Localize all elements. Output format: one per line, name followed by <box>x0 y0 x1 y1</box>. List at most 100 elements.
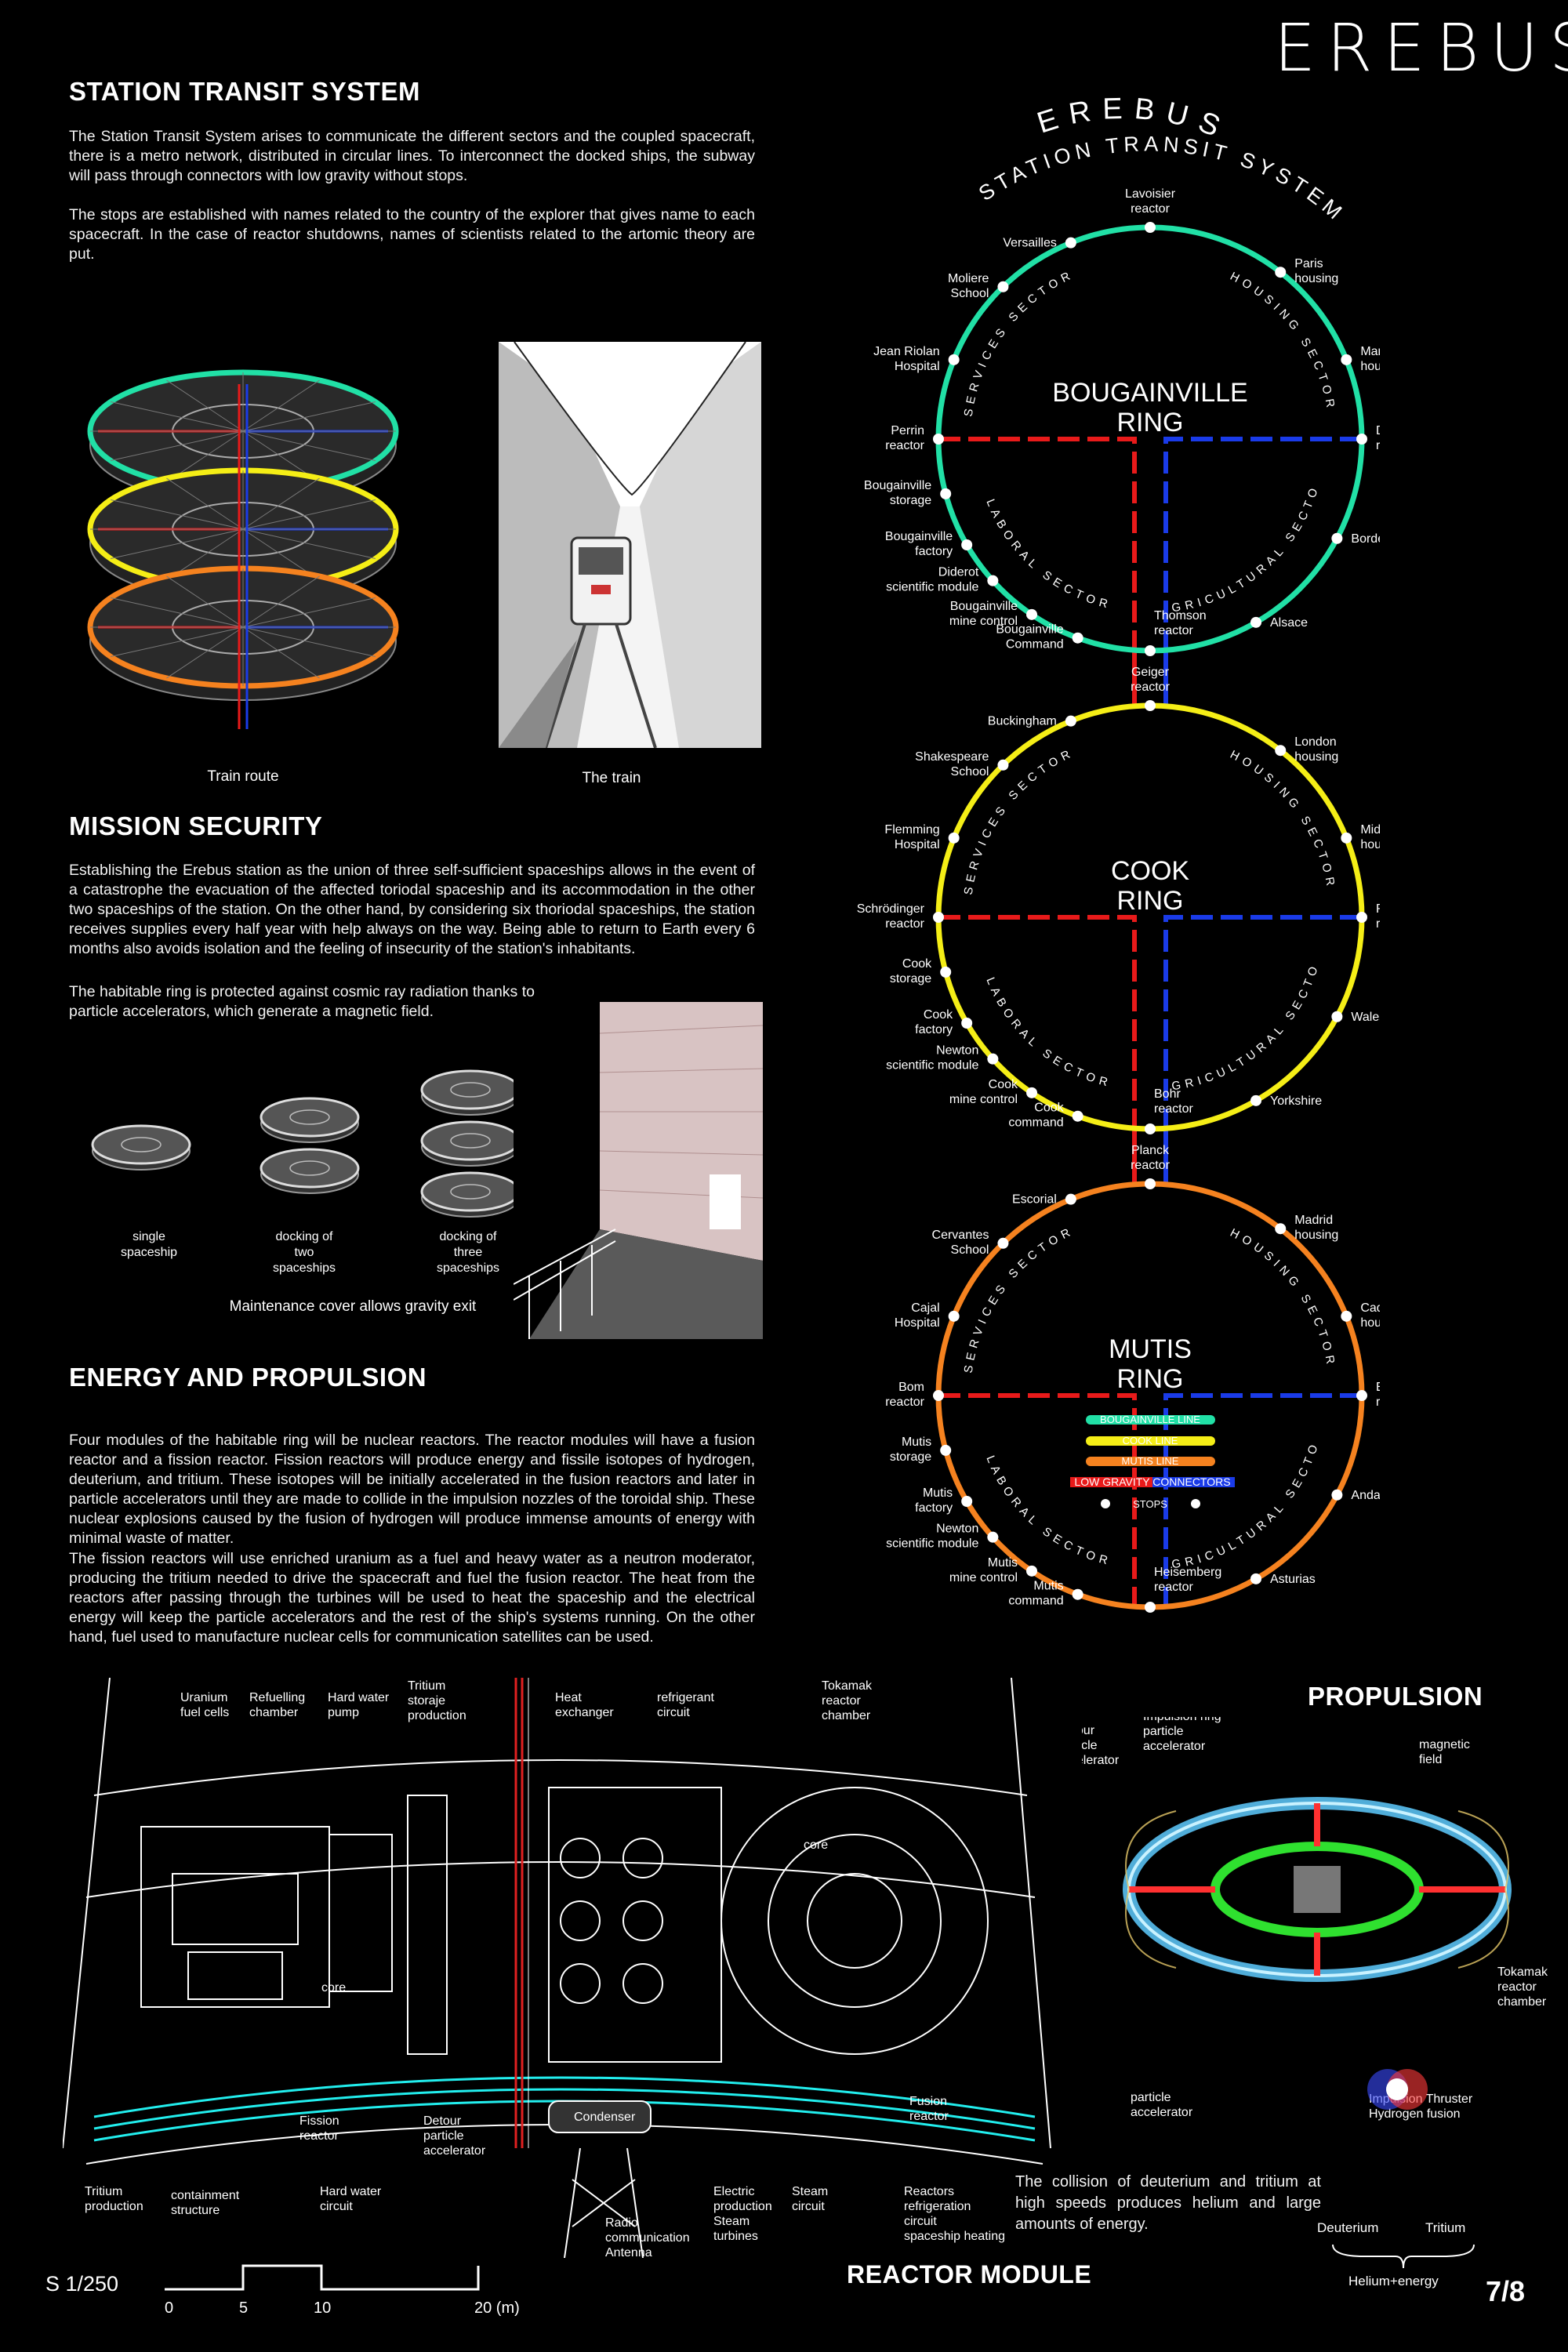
stop-label: Alsace <box>1270 616 1308 630</box>
caption-the-train: The train <box>582 770 641 786</box>
stop-dot[interactable] <box>1026 1087 1038 1098</box>
scale-tick-10: 10 <box>314 2299 331 2317</box>
stop-dot[interactable] <box>1145 700 1156 711</box>
legend-cook-line <box>1086 1436 1215 1446</box>
scale-bar: 0 5 10 20 (m) <box>165 2264 520 2317</box>
stop-dot[interactable] <box>933 912 944 923</box>
stop-dot[interactable] <box>1331 532 1343 544</box>
stop-dot[interactable] <box>1250 616 1261 628</box>
stop-dot[interactable] <box>1275 745 1287 757</box>
legend-connector-red <box>1070 1477 1152 1487</box>
scale-label: S 1/250 <box>45 2272 119 2296</box>
stop-dot[interactable] <box>1250 1573 1261 1584</box>
reactor-module-heading: REACTOR MODULE <box>847 2260 1092 2288</box>
stop-dot[interactable] <box>1065 1193 1076 1205</box>
stop-dot[interactable] <box>1275 267 1287 278</box>
stop-dot[interactable] <box>1331 1011 1343 1022</box>
stop-dot[interactable] <box>1145 1123 1156 1134</box>
helium-brace <box>1332 2244 1475 2269</box>
stop-dot[interactable] <box>1341 1310 1352 1322</box>
connector-blue <box>1163 1393 1362 1607</box>
stop-dot[interactable] <box>1026 1565 1038 1577</box>
stop-dot[interactable] <box>1145 1178 1156 1189</box>
stop-dot[interactable] <box>1145 1602 1156 1613</box>
connector-red <box>938 915 1137 1129</box>
stop-dot[interactable] <box>1356 434 1367 445</box>
stop-dot[interactable] <box>940 966 952 978</box>
stop-dot[interactable] <box>987 575 999 586</box>
stop-dot[interactable] <box>1145 222 1156 233</box>
scale-tick-0: 0 <box>165 2299 173 2317</box>
connector-red <box>938 437 1137 651</box>
train-tunnel-image <box>499 342 761 748</box>
stop-dot[interactable] <box>961 1018 973 1029</box>
stop-dot[interactable] <box>940 1444 952 1456</box>
stop-dot[interactable] <box>1331 1489 1343 1501</box>
stop-dot[interactable] <box>1065 715 1076 727</box>
stop-dot[interactable] <box>997 281 1009 292</box>
ring-name-cook: COOK <box>1111 856 1189 886</box>
stop-dot[interactable] <box>1356 1390 1367 1401</box>
stop-dot[interactable] <box>1072 1588 1083 1600</box>
stop-dot[interactable] <box>948 354 960 365</box>
stop-dot[interactable] <box>1072 1110 1083 1122</box>
ring-name-bougainville: BOUGAINVILLE <box>1052 378 1247 408</box>
stop-dot[interactable] <box>1356 912 1367 923</box>
legend-connectors-label: LOW GRAVITY CONNECTORS <box>1074 1475 1230 1488</box>
stop-dot[interactable] <box>1275 1223 1287 1235</box>
stop-dot[interactable] <box>1341 354 1352 365</box>
stop-dot[interactable] <box>948 832 960 844</box>
stop-dot[interactable] <box>948 1310 960 1322</box>
maintenance-corridor-image <box>514 1002 763 1339</box>
caption-train-route: Train route <box>207 768 279 785</box>
stop-dot[interactable] <box>1250 1094 1261 1106</box>
stop-dot[interactable] <box>933 1390 944 1401</box>
stop-dot[interactable] <box>997 1237 1009 1249</box>
stop-dot[interactable] <box>1026 608 1038 620</box>
stop-dot[interactable] <box>1065 237 1076 249</box>
stop-dot[interactable] <box>997 759 1009 771</box>
stop-label: Daltonreactor <box>1376 424 1380 452</box>
stop-dot[interactable] <box>987 1531 999 1543</box>
reactor-label-core1: core <box>321 1981 346 1994</box>
legend-stops-label: STOPS <box>1133 1498 1167 1510</box>
stop-dot[interactable] <box>961 1496 973 1507</box>
stop-dot[interactable] <box>961 539 973 550</box>
stop-dot[interactable] <box>1341 832 1352 844</box>
caption-maintenance-cover: Maintenance cover allows gravity exit <box>229 1298 477 1315</box>
stop-dot[interactable] <box>1145 645 1156 656</box>
stop-dot[interactable] <box>940 488 952 499</box>
page-number: 7/8 <box>1486 2275 1526 2307</box>
stop-label: Versailles <box>1003 237 1056 250</box>
stop-dot[interactable] <box>987 1053 999 1065</box>
stop-dot[interactable] <box>933 434 944 445</box>
stop-dot[interactable] <box>1072 632 1083 644</box>
